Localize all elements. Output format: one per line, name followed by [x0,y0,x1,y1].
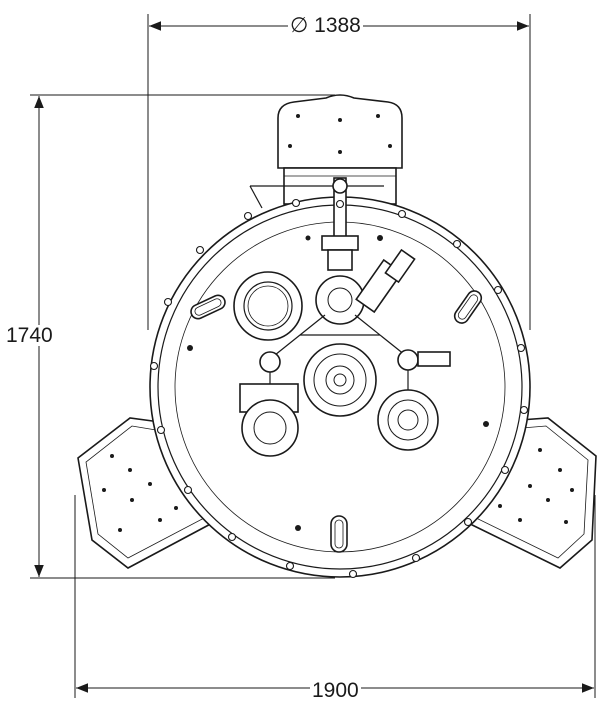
diameter-symbol: ∅ [290,14,309,37]
lower-right-fitting [377,349,451,451]
flange-bolts [149,198,529,579]
valve-stem-assembly [249,177,384,325]
diameter-label: ∅ 1388 [288,15,363,36]
width-label: 1900 [310,679,361,702]
upper-right-valve [355,248,416,314]
upper-left-port [233,271,303,341]
height-label: 1740 [4,324,55,347]
lower-left-fitting [239,351,299,457]
central-hub [303,343,377,417]
mounting-holes[interactable] [102,114,574,532]
diameter-value: 1388 [314,14,361,37]
right-slot-inner [457,294,479,320]
bottom-slot-inner [334,519,344,549]
left-slot-inner [194,298,222,316]
machine-body [77,94,597,579]
right-foot-plate [460,417,597,569]
